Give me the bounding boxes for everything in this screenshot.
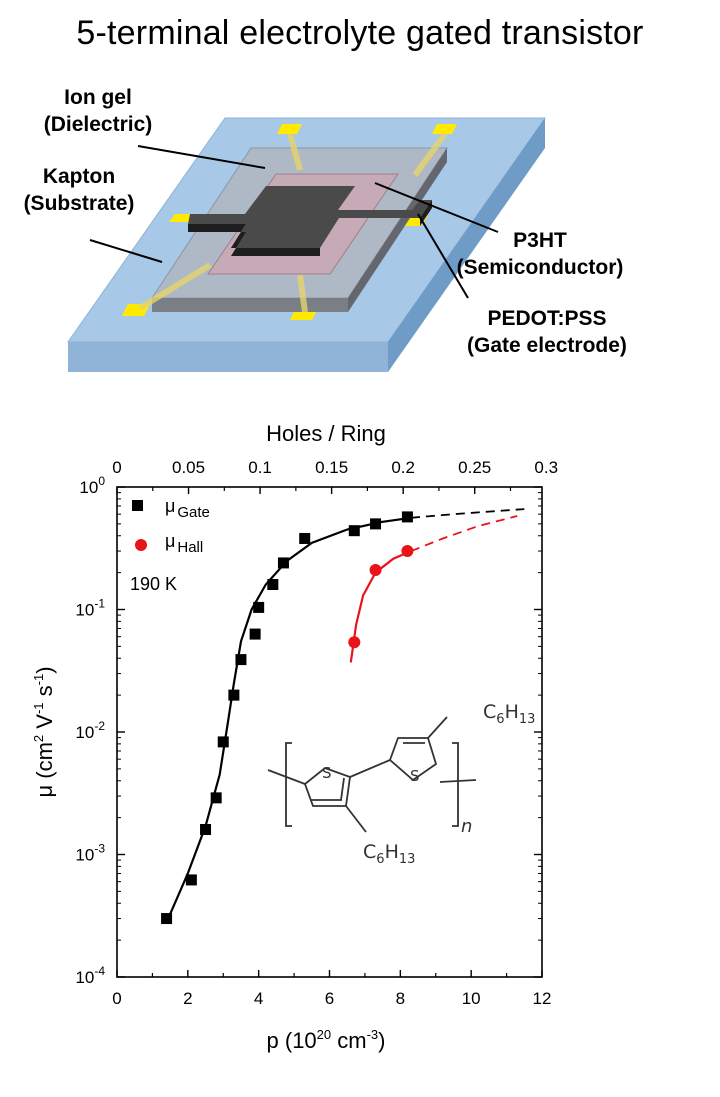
fit-curve-solid-0	[165, 516, 412, 923]
fit-curve-dashed-1	[410, 515, 518, 552]
temperature-annotation: 190 K	[130, 574, 177, 594]
data-point-gate	[210, 792, 222, 804]
p3ht-atom-labels: S S C6H13 C6H13 n	[322, 701, 535, 867]
p3ht-semiconductor	[188, 186, 432, 256]
page-title: 5-terminal electrolyte gated transistor	[76, 14, 644, 52]
data-point-gate	[277, 557, 289, 569]
fit-curve-dashed-0	[410, 508, 525, 519]
y-tick-label: 10-1	[75, 597, 105, 620]
ion-gel-edge	[348, 148, 447, 312]
x-tick-label: 8	[396, 989, 405, 1008]
legend-marker-hall	[135, 539, 147, 551]
leader-lines	[89, 145, 499, 299]
repeat-unit-n: n	[461, 816, 472, 837]
top-tick-label: 0.1	[248, 458, 272, 477]
hexyl-label-bottom: C6H13	[363, 841, 415, 867]
kapton-substrate-side	[68, 342, 388, 372]
device-schematic	[67, 117, 546, 372]
plot-frame	[116, 486, 543, 978]
data-point-gate	[228, 689, 240, 701]
data-point-gate	[299, 532, 311, 544]
fit-curve-solid-1	[349, 550, 412, 663]
ion-gel-side	[152, 298, 348, 312]
data-point-gate	[348, 525, 360, 537]
p3ht-label: P3HT (Semiconductor)	[445, 227, 635, 281]
contact-traces	[138, 132, 448, 313]
data-point-gate	[253, 601, 265, 613]
sulfur-label-left: S	[322, 764, 332, 782]
ion-gel-label-line1: Ion gel	[64, 86, 132, 109]
data-point-hall	[401, 545, 414, 558]
data-point-gate	[370, 518, 382, 530]
hexyl-label-top: C6H13	[483, 701, 535, 727]
y-tick-label: 10-2	[75, 719, 105, 742]
p3ht-structure	[267, 716, 477, 833]
top-tick-label: 0.05	[172, 458, 205, 477]
y-tick-label: 100	[79, 474, 105, 497]
data-point-gate	[161, 913, 173, 925]
data-point-gate	[267, 578, 279, 590]
ion-gel-label: Ion gel (Dielectric)	[28, 84, 168, 138]
chart-marks: 0 2 4 6 8 10 12 0 0.05 0.1 0.15 0.2 0.25 0.3 100 10-1 10…	[75, 458, 558, 1008]
legend-marker-gate	[132, 500, 143, 511]
data-point-hall	[348, 636, 361, 649]
p3ht-label-line2: (Semiconductor)	[456, 256, 624, 279]
data-point-gate	[185, 874, 197, 886]
y-tick-label: 10-4	[75, 964, 105, 987]
pedot-label: PEDOT:PSS (Gate electrode)	[452, 305, 642, 359]
data-point-gate	[401, 511, 413, 523]
x-tick-label: 12	[533, 989, 552, 1008]
p3ht-label-line1: P3HT	[513, 229, 567, 252]
kapton-label: Kapton (Substrate)	[4, 163, 154, 217]
top-axis-title: Holes / Ring	[266, 421, 386, 446]
pedot-label-line2: (Gate electrode)	[467, 334, 627, 357]
sulfur-label-right: S	[410, 767, 420, 785]
x-axis-title: p (1020 cm-3)	[267, 1027, 386, 1053]
kapton-label-line1: Kapton	[42, 165, 116, 188]
x-tick-label: 4	[254, 989, 263, 1008]
top-tick-label: 0.2	[391, 458, 415, 477]
data-point-gate	[200, 823, 212, 835]
top-tick-label: 0.15	[315, 458, 348, 477]
top-tick-label: 0	[112, 458, 121, 477]
x-tick-label: 10	[462, 989, 481, 1008]
ion-gel-label-line2: (Dielectric)	[43, 113, 153, 136]
data-point-gate	[217, 736, 229, 748]
y-tick-label: 10-3	[75, 842, 105, 865]
y-axis-title: μ (cm2 V-1 s-1)	[31, 666, 57, 797]
top-tick-label: 0.25	[458, 458, 491, 477]
data-point-hall	[369, 564, 382, 577]
top-tick-label: 0.3	[534, 458, 558, 477]
x-tick-label: 6	[325, 989, 334, 1008]
kapton-label-line2: (Substrate)	[23, 192, 135, 215]
data-point-gate	[249, 628, 261, 640]
x-tick-label: 0	[112, 989, 121, 1008]
pedot-label-line1: PEDOT:PSS	[487, 307, 607, 330]
data-point-gate	[235, 654, 247, 666]
x-tick-label: 2	[183, 989, 192, 1008]
kapton-substrate-edge	[388, 118, 545, 372]
